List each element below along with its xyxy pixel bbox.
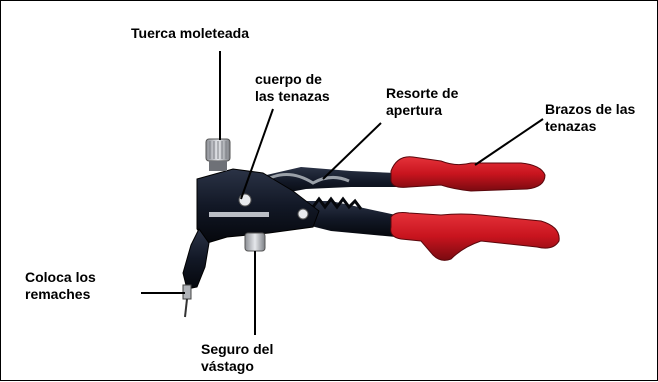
tong-nose — [183, 229, 209, 289]
label-resorte-apertura: Resorte de apertura — [386, 85, 458, 119]
label-tuerca-moleteada: Tuerca moleteada — [131, 25, 249, 42]
leader-line-resorte — [323, 123, 381, 179]
nut-stem — [209, 161, 227, 171]
label-seguro-vastago: Seguro del vástago — [201, 341, 273, 375]
label-brazos-tenazas: Brazos de las tenazas — [545, 101, 635, 135]
label-cuerpo-tenazas: cuerpo de las tenazas — [255, 71, 330, 105]
label-coloca-remaches: Coloca los remaches — [25, 269, 96, 303]
leader-line-brazos — [475, 119, 543, 165]
pivot-rivet — [239, 194, 251, 206]
upper-handle — [391, 157, 545, 191]
pivot-rivet — [298, 209, 308, 219]
lower-handle — [391, 213, 559, 261]
rivet-pin — [185, 299, 187, 317]
locking-nut-icon — [245, 233, 265, 251]
body-marking — [209, 212, 269, 217]
